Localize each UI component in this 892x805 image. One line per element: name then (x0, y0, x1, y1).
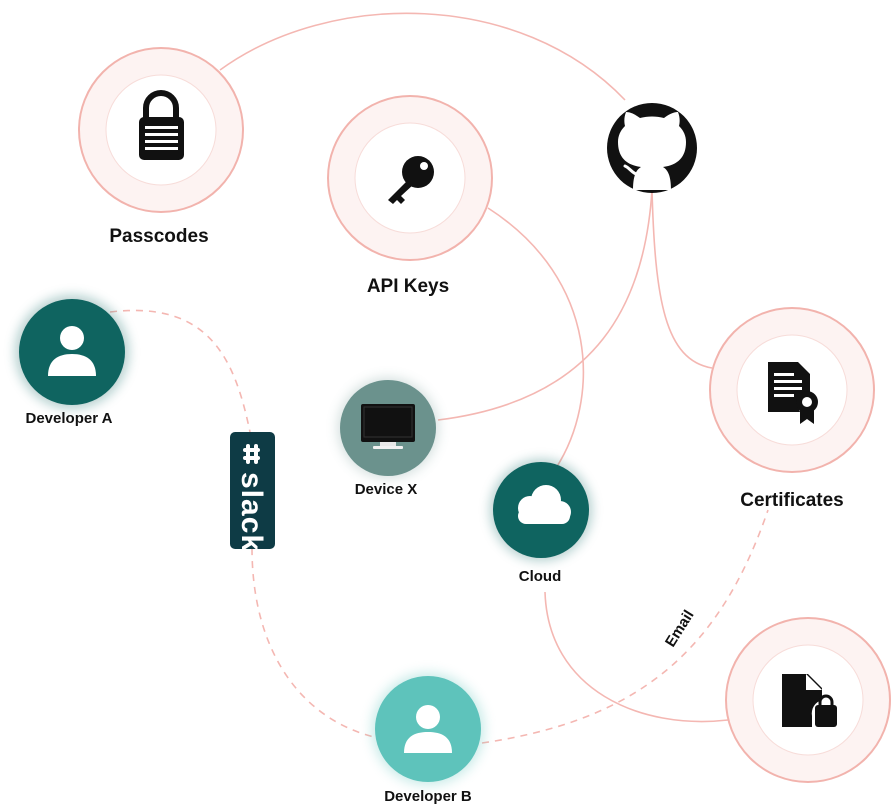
edge-github-device (437, 189, 653, 421)
certificates-label: Certificates (740, 490, 844, 511)
edge-devA-slack (109, 309, 251, 433)
node-github[interactable] (607, 103, 697, 193)
edge-cloud-lockedfile (544, 591, 729, 723)
node-developer-b[interactable]: Developer B (372, 673, 484, 805)
slack-wordmark: slack (235, 472, 268, 552)
device-x-label: Device X (355, 481, 418, 498)
lock-icon (139, 90, 184, 160)
cloud-label: Cloud (519, 568, 562, 585)
edge-slack-devB (251, 547, 379, 739)
email-edge-label: Email (662, 607, 698, 650)
user-icon (404, 705, 452, 753)
slack-icon (243, 444, 260, 464)
github-icon (607, 103, 697, 193)
developer-a-label: Developer A (26, 410, 113, 427)
node-device-x[interactable]: Device X (338, 378, 438, 498)
certificate-icon (768, 362, 818, 424)
node-cloud[interactable]: Cloud (491, 460, 591, 585)
edge-github-certificates (651, 189, 713, 369)
node-slack[interactable]: slack (230, 432, 275, 552)
node-certificates[interactable]: Certificates (709, 307, 875, 511)
edge-apikeys-cloud (487, 207, 585, 469)
node-passcodes[interactable]: Passcodes (78, 47, 244, 247)
key-icon (388, 156, 434, 204)
node-locked-file[interactable] (725, 617, 891, 783)
passcodes-label: Passcodes (109, 226, 208, 247)
cloud-icon (518, 485, 571, 524)
api-keys-label: API Keys (367, 276, 449, 297)
connectors (109, 12, 769, 744)
user-icon (48, 326, 96, 376)
edge-passcodes-github (219, 12, 626, 101)
developer-b-label: Developer B (384, 788, 472, 805)
locked-file-icon (782, 674, 837, 727)
edge-devB-certificates-email (481, 509, 769, 744)
node-api-keys[interactable]: API Keys (327, 95, 493, 297)
node-developer-a[interactable]: Developer A (16, 296, 128, 427)
monitor-icon (361, 404, 415, 449)
